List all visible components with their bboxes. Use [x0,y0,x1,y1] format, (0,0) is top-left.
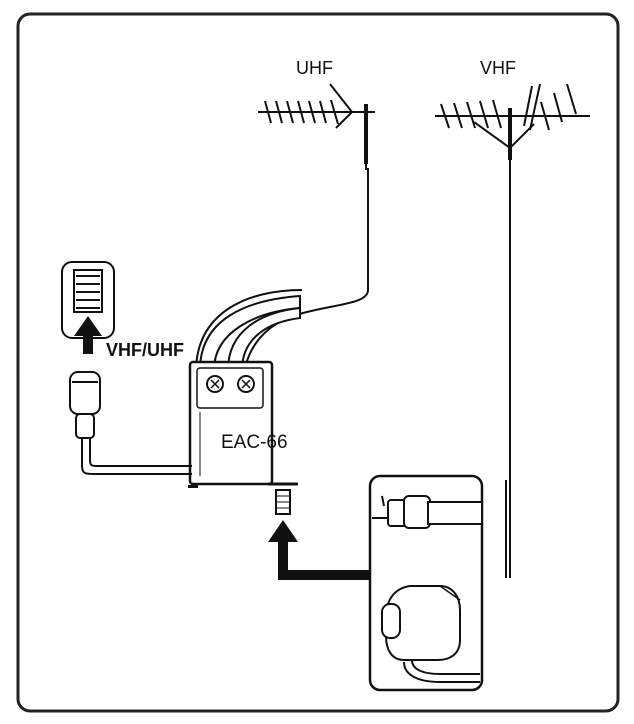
tv-coax-cable-inner [89,438,192,467]
coax-adapter-inset-icon [368,474,484,692]
device-name-label: EAC-66 [221,432,288,453]
vhf-antenna-icon [435,83,590,160]
vhf-uhf-arrow-icon [74,316,102,354]
connection-arrow-icon [268,520,372,580]
eac66-device [188,360,298,515]
uhf-antenna-icon [258,83,375,170]
uhf-twin-lead [244,168,369,373]
diagram-frame [16,12,620,713]
vhf-label: VHF [480,58,516,78]
tv-coax-cable [81,438,192,475]
uhf-label: UHF [296,58,333,78]
vhf-uhf-label: VHF/UHF [106,340,184,360]
f-plug-icon [69,371,101,439]
tv-input-connector-icon [61,261,115,339]
flat-lead-outline [195,289,303,373]
